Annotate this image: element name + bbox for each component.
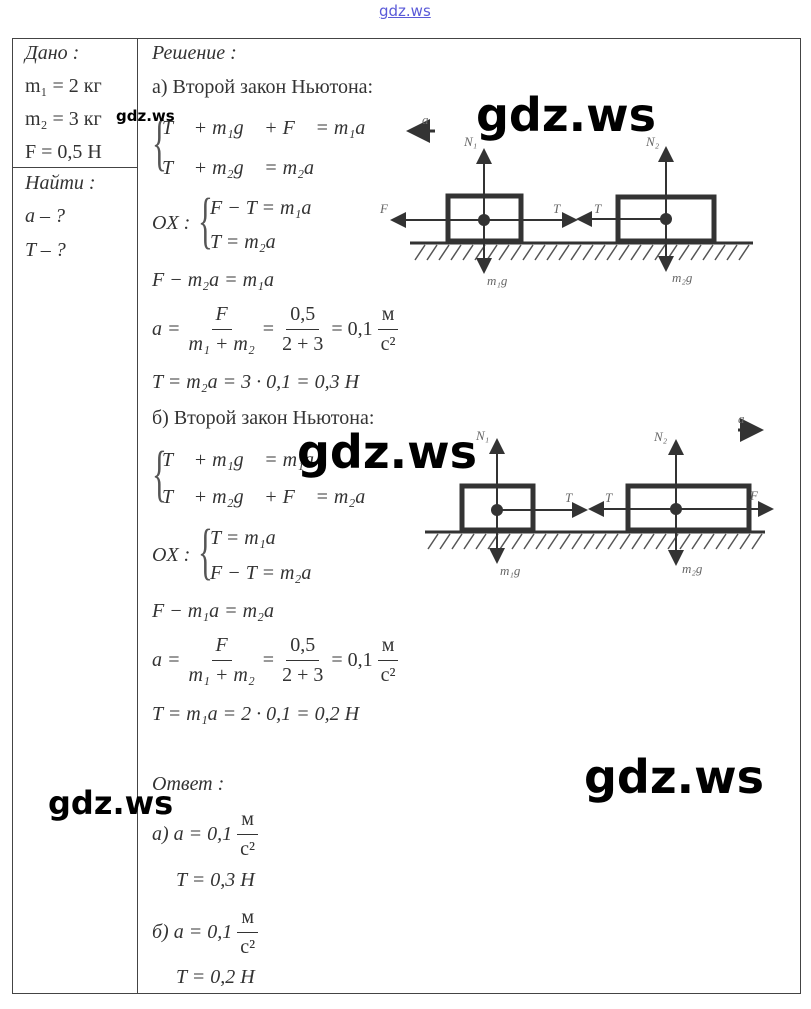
- part-a-tension: T = m₂a = 3 · 0,1 = 0,3 Н: [152, 371, 360, 393]
- numerator: 0,5: [286, 303, 320, 330]
- denominator: m₁ + m₂: [188, 664, 255, 686]
- numerator: F: [211, 634, 232, 661]
- watermark: gdz.ws: [116, 107, 175, 125]
- label-F: F: [379, 201, 389, 216]
- unit-num: м: [237, 906, 258, 933]
- unit-num: м: [237, 808, 258, 835]
- find-title: Найти :: [25, 172, 96, 194]
- find-T: T – ?: [25, 239, 66, 261]
- result: = 0,1: [331, 318, 373, 340]
- watermark: gdz.ws: [297, 425, 477, 479]
- label-m1g: m₁g: [487, 273, 508, 288]
- answer-a-acceleration: а) a = 0,1 м с²: [152, 808, 263, 861]
- label-a: a⃗: [422, 112, 439, 127]
- part-a-ox-eq2: T = m₂a: [210, 231, 276, 253]
- part-a-ox-label: OX :: [152, 212, 191, 234]
- lhs: a =: [152, 649, 181, 671]
- system-brace: {: [198, 187, 213, 255]
- answer-a-label: а) a = 0,1: [152, 823, 233, 845]
- given-find-divider: [12, 167, 137, 168]
- part-b-tension: T = m₁a = 2 · 0,1 = 0,2 Н: [152, 703, 360, 725]
- unit-den: с²: [240, 936, 256, 958]
- unit-den: с²: [240, 838, 256, 860]
- system-brace: {: [152, 109, 167, 177]
- given-m1: m₁ = 2 кг: [25, 75, 102, 97]
- unit-num: м: [377, 303, 399, 330]
- part-b-heading: б) Второй закон Ньютона:: [152, 407, 375, 429]
- label-m2g: m₂g: [682, 561, 703, 576]
- diagram-b: a⃗ N₁ N₂ F T T m₁g m₂g: [425, 411, 774, 578]
- system-brace: {: [198, 518, 213, 586]
- label-m2g: m₂g: [672, 270, 693, 285]
- given-m2: m₂ = 3 кг: [25, 108, 102, 130]
- label-m1g: m₁g: [500, 563, 521, 578]
- label-T1: T: [565, 490, 573, 505]
- solution-title: Решение :: [152, 42, 237, 64]
- denominator: 2 + 3: [282, 664, 324, 686]
- denominator: 2 + 3: [282, 333, 324, 355]
- answer-b-acceleration: б) a = 0,1 м с²: [152, 906, 263, 959]
- part-a-system-eq2: T⃗ + m₂g⃗ = m₂a⃗: [162, 157, 330, 179]
- given-F: F = 0,5 Н: [25, 141, 102, 163]
- part-b-system-eq2: T⃗ + m₂g⃗ + F⃗ = m₂a⃗: [162, 486, 381, 508]
- diagram-a: a⃗ N₁ N₂ F T T m₁g m₂g: [379, 112, 753, 288]
- watermark: gdz.ws: [48, 784, 174, 822]
- label-N2: N₂: [645, 134, 660, 149]
- system-brace: {: [152, 440, 167, 508]
- label-T2: T: [594, 201, 602, 216]
- label-T2: T: [605, 490, 613, 505]
- watermark: gdz.ws: [584, 750, 764, 804]
- unit-den: с²: [380, 664, 396, 686]
- find-a: a – ?: [25, 205, 65, 227]
- answer-title: Ответ :: [152, 773, 225, 795]
- part-b-ox-eq1: T = m₁a: [210, 527, 276, 549]
- ground: [410, 241, 753, 261]
- column-divider: [137, 38, 138, 994]
- lhs: a =: [152, 318, 181, 340]
- unit-den: с²: [380, 333, 396, 355]
- answer-b-label: б) a = 0,1: [152, 921, 233, 943]
- numerator: F: [211, 303, 232, 330]
- result: = 0,1: [331, 649, 373, 671]
- part-a-equation: F − m₂a = m₁a: [152, 269, 275, 291]
- part-b-ox-eq2: F − T = m₂a: [210, 562, 312, 584]
- label-N1: N₁: [463, 134, 477, 149]
- part-a-ox-eq1: F − T = m₁a: [210, 197, 312, 219]
- table-border-left: [12, 38, 13, 994]
- equals: =: [262, 649, 275, 671]
- given-title: Дано :: [25, 42, 80, 64]
- part-b-system-eq1: T⃗ + m₁g⃗ = m₁a⃗: [162, 449, 330, 471]
- part-b-ox-label: OX :: [152, 544, 191, 566]
- denominator: m₁ + m₂: [188, 333, 255, 355]
- part-a-heading: а) Второй закон Ньютона:: [152, 76, 374, 98]
- part-a-system-eq1: T⃗ + m₁g⃗ + F⃗ = m₁a⃗: [162, 117, 381, 139]
- table-border-right: [800, 38, 801, 994]
- watermark: gdz.ws: [476, 88, 656, 142]
- label-N1: N₁: [475, 428, 489, 443]
- label-F: F: [749, 488, 759, 503]
- equals: =: [262, 318, 275, 340]
- numerator: 0,5: [286, 634, 320, 661]
- ground: [425, 530, 765, 550]
- unit-num: м: [377, 634, 399, 661]
- table-border-top: [12, 38, 801, 39]
- watermark-link[interactable]: gdz.ws: [379, 2, 431, 20]
- answer-b-tension: T = 0,2 Н: [176, 966, 255, 988]
- label-N2: N₂: [653, 429, 668, 444]
- part-b-equation: F − m₁a = m₂a: [152, 600, 275, 622]
- label-a: a⃗: [738, 411, 755, 426]
- table-border-bottom: [12, 993, 801, 994]
- answer-a-tension: T = 0,3 Н: [176, 869, 255, 891]
- label-T1: T: [553, 201, 561, 216]
